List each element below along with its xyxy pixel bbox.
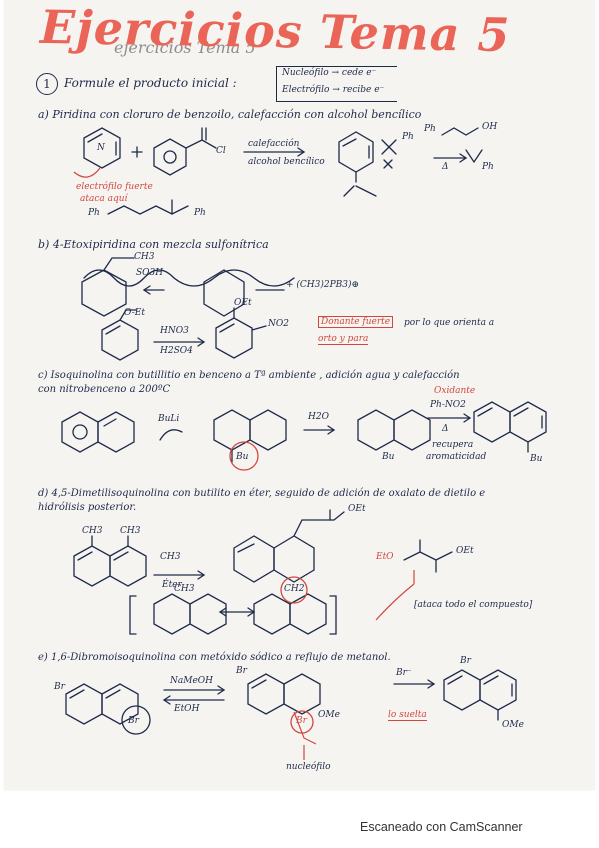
scanned-page: ejercicios Tema 5 Ejercicios Tema 5 1 Fo… [4, 0, 595, 790]
oet-d-2: OEt [456, 546, 474, 556]
delta-a: Δ [442, 162, 449, 172]
benzyl-ph-left: Ph [88, 208, 100, 218]
pyridine-n: N [97, 143, 105, 153]
hno3-label: HNO3 [160, 326, 189, 336]
scanner-watermark: Escaneado con CamScanner [360, 820, 523, 834]
note-electrophile: electrófilo fuerte [76, 182, 153, 192]
exercise-prompt: Formule el producto inicial : [64, 76, 237, 90]
key-electrophile: Electrófilo → recibe e⁻ [282, 85, 385, 95]
br-e-1: Br [54, 682, 65, 692]
part-d-text-2: hidrólisis posterior. [38, 502, 137, 513]
ph-product: Ph [482, 162, 494, 172]
naome-label: NaMeOH [170, 676, 214, 686]
recover-2: aromaticidad [426, 452, 487, 462]
chloride-label: Cl [216, 146, 226, 156]
etoh-label: EtOH [174, 704, 200, 714]
boxed-donor: Donante fuerte [318, 316, 394, 328]
br-circled: Br [296, 716, 307, 726]
part-a-text: a) Piridina con cloruro de benzoilo, cal… [38, 108, 422, 121]
ether-label: Éter [162, 580, 182, 590]
ch3-d-1: CH3 [82, 526, 103, 536]
bu-label-1: Bu [236, 452, 249, 462]
ch3-label: CH3 [134, 252, 155, 262]
ortho-para: orto y para [318, 334, 369, 345]
phosphonium-label: + (CH3)2PB3)⊕ [286, 280, 360, 290]
h2o-label: H2O [308, 412, 329, 422]
no2-label: NO2 [268, 319, 289, 329]
ch3-d-4: CH3 [174, 584, 195, 594]
oet2-label: OEt [234, 298, 252, 308]
reagent-alcohol: alcohol bencílico [248, 157, 325, 167]
ome-product: OMe [502, 720, 524, 730]
oh-label: OH [482, 122, 498, 132]
benzene-ring [153, 138, 187, 176]
note-attack: ataca aquí [80, 194, 128, 204]
ph-label: Ph [424, 124, 436, 134]
benzyl-ph-right: Ph [194, 208, 206, 218]
bu-label-3: Bu [530, 454, 543, 464]
ch3-d-3: CH3 [160, 552, 181, 562]
h2so4-label: H2SO4 [160, 346, 193, 356]
part-d-text-1: d) 4,5-Dimetilisoquinolina con butilito … [38, 488, 486, 499]
oxidant-label: Oxidante [434, 386, 476, 396]
key-nucleophile: Nucleófilo → cede e⁻ [282, 68, 377, 78]
part-b-text: b) 4-Etoxipiridina con mezcla sulfonítri… [38, 238, 269, 251]
recover-1: recupera [432, 440, 474, 450]
leaves-note: lo suelta [388, 710, 427, 721]
bu-label-2: Bu [382, 452, 395, 462]
ch3-d-2: CH3 [120, 526, 141, 536]
ch2-label: CH2 [284, 584, 305, 594]
exercise-number: 1 [36, 73, 58, 95]
br-minus: Br⁻ [396, 668, 412, 678]
buli-label: BuLi [158, 414, 180, 424]
chemistry-drawings [61, 127, 547, 760]
key-bracket [276, 66, 397, 102]
part-c-text-2: con nitrobenceno a 200ºC [38, 384, 171, 395]
ome-e: OMe [318, 710, 340, 720]
so3h-label: SO3H [136, 268, 164, 278]
phno2-label: Ph-NO2 [430, 400, 466, 410]
part-c-text-1: c) Isoquinolina con butillitio en bencen… [38, 370, 460, 381]
nucleophile-note: nucleófilo [286, 762, 331, 772]
br-e-5: Br [460, 656, 471, 666]
orientation-note: por lo que orienta a [404, 318, 495, 328]
attack-note: [ataca todo el compuesto] [414, 600, 533, 610]
eto-label: EtO [376, 552, 394, 562]
reagent-heat: calefacción [248, 139, 300, 149]
delta-c: Δ [442, 424, 449, 434]
part-e-text: e) 1,6-Dibromoisoquinolina con metóxido … [38, 652, 391, 663]
oet-d: OEt [348, 504, 366, 514]
br-e-2: Br [128, 716, 139, 726]
oet-label: O-Et [124, 308, 145, 318]
pyridine-ring [83, 127, 121, 169]
br-e-3: Br [236, 666, 247, 676]
title-bleed-through: ejercicios Tema 5 [114, 38, 256, 57]
product-ph-top: Ph [402, 132, 414, 142]
